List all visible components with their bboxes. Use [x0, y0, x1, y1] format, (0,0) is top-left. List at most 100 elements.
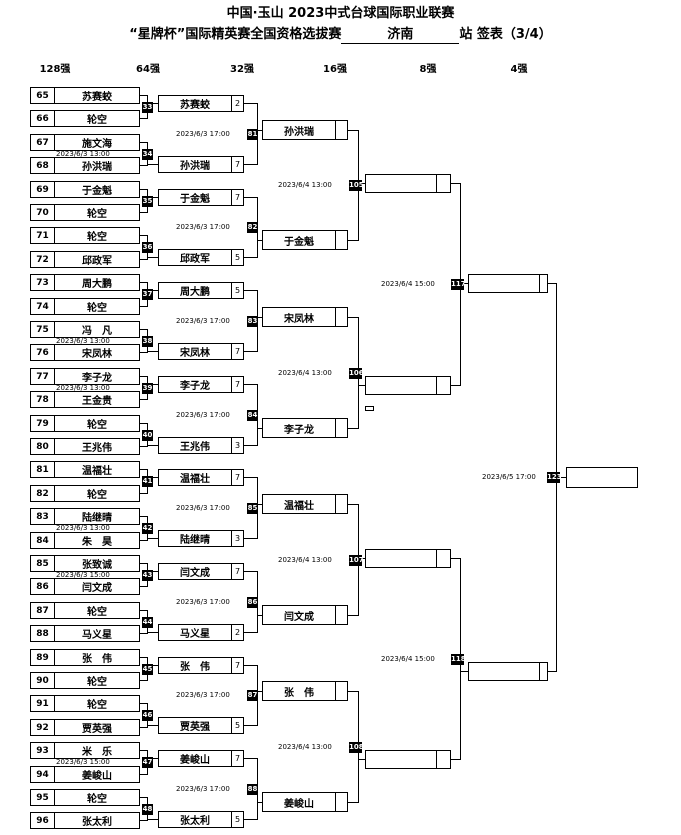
round-header: 16强 [323, 64, 347, 75]
bracket-line [140, 212, 148, 213]
bracket-line [140, 820, 148, 821]
score [436, 175, 450, 192]
player-name: 陆继晴 [82, 513, 112, 524]
match-number: 108 [349, 742, 364, 753]
bracket-line [140, 306, 148, 307]
bracket-line [244, 445, 258, 446]
score [335, 793, 347, 811]
player-name: 周大鹏 [180, 287, 210, 298]
match-time: 2023/6/3 13:00 [56, 384, 110, 392]
bracket-line [244, 632, 258, 633]
score: 3 [231, 531, 243, 546]
bracket-line [140, 235, 148, 236]
match-time: 2023/6/3 17:00 [176, 598, 230, 606]
player-slot [468, 662, 548, 681]
title-prefix: “星牌杯”国际精英赛全国资格选拔赛 [129, 27, 342, 42]
bracket-line [140, 329, 148, 330]
match-number: 37 [142, 289, 153, 300]
bracket-line [147, 538, 159, 539]
draw-number: 74 [31, 299, 55, 314]
draw-number: 94 [31, 767, 55, 782]
player-name: 轮空 [87, 115, 107, 126]
bracket-line [348, 240, 359, 241]
bracket-line [140, 259, 148, 260]
player-name: 轮空 [87, 420, 107, 431]
player-slot: 孙洪瑞 [262, 120, 348, 140]
bracket-line [451, 759, 461, 760]
bracket-line [348, 130, 359, 131]
match-time: 2023/6/4 13:00 [278, 181, 332, 189]
bracket-line [147, 164, 159, 165]
score [436, 377, 450, 394]
bracket-line [257, 615, 263, 616]
player-name [366, 550, 436, 567]
player-name: 宋凤林 [180, 348, 210, 359]
score: 5 [231, 283, 243, 298]
bracket-line [147, 290, 159, 291]
bracket-line [244, 665, 258, 666]
match-time: 2023/6/3 17:00 [176, 317, 230, 325]
bracket-line [556, 477, 567, 478]
player-name: 冯 凡 [82, 326, 112, 337]
bracket-line [140, 399, 148, 400]
player-name: 张致诚 [82, 560, 112, 571]
bracket-line [244, 725, 258, 726]
player-name: 米 乐 [82, 747, 112, 758]
round-header: 32强 [230, 64, 254, 75]
title-line-2: “星牌杯”国际精英赛全国资格选拔赛济南站 签表（3/4） [0, 27, 681, 44]
match-number: 44 [142, 617, 153, 628]
round-header: 4强 [510, 64, 528, 75]
draw-number: 65 [31, 88, 55, 103]
draw-number: 91 [31, 696, 55, 711]
score [539, 663, 547, 680]
bracket-line [257, 504, 263, 505]
match-time: 2023/6/3 15:00 [56, 758, 110, 766]
match-number: 105 [349, 180, 364, 191]
bracket-line [358, 385, 366, 386]
bracket-line [140, 189, 148, 190]
score [335, 419, 347, 437]
bracket-line [140, 376, 148, 377]
player-name: 王兆伟 [82, 443, 112, 454]
player-name: 温福壮 [284, 500, 314, 512]
bracket-line [140, 750, 148, 751]
bracket-line [348, 504, 359, 505]
draw-number: 92 [31, 720, 55, 735]
bracket-line [140, 352, 148, 353]
score [335, 606, 347, 624]
match-number: 35 [142, 196, 153, 207]
draw-slot: 83 陆继晴 [30, 508, 140, 525]
player-name: 张 伟 [284, 687, 314, 699]
player-name: 姜峻山 [82, 771, 112, 782]
draw-number: 77 [31, 369, 55, 384]
round-header: 64强 [136, 64, 160, 75]
draw-number: 83 [31, 509, 55, 524]
bracket-line [140, 774, 148, 775]
bracket-line [358, 759, 366, 760]
player-name: 孙洪瑞 [284, 126, 314, 138]
match-number: 47 [142, 757, 153, 768]
match-time: 2023/6/3 13:00 [56, 337, 110, 345]
player-name: 轮空 [87, 700, 107, 711]
score [335, 495, 347, 513]
player-name: 孙洪瑞 [82, 162, 112, 173]
score: 7 [231, 470, 243, 485]
draw-slot: 91 轮空 [30, 695, 140, 712]
draw-number: 72 [31, 252, 55, 267]
player-name: 邱政军 [82, 256, 112, 267]
score: 5 [231, 812, 243, 827]
